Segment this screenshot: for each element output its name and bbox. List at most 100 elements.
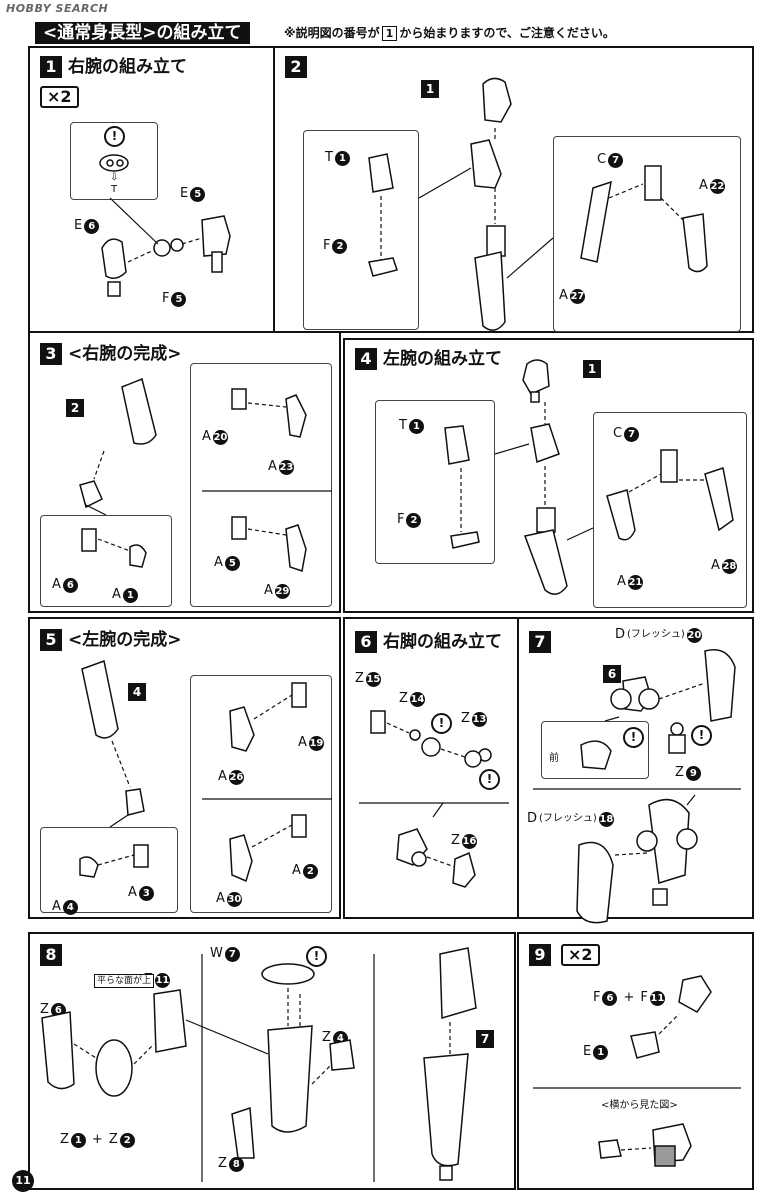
t-mark: T bbox=[111, 184, 118, 195]
step-2-left-inset bbox=[303, 130, 419, 330]
warning-icon: ! bbox=[306, 946, 327, 967]
step-7-inset bbox=[541, 721, 649, 779]
step-7-drawing bbox=[533, 649, 741, 924]
arrow-down-icon: ⇩ bbox=[110, 172, 119, 183]
step-3-options-inset bbox=[190, 363, 332, 607]
warning-icon: ! bbox=[691, 725, 712, 746]
step-8-drawing bbox=[41, 947, 477, 1182]
step-2-drawing bbox=[368, 77, 708, 331]
side-view-caption: <横から見た図> bbox=[601, 1100, 678, 1111]
step-9-number: 9 bbox=[529, 944, 551, 966]
step-4-drawing bbox=[444, 359, 734, 595]
step-1-times: ×2 bbox=[40, 86, 79, 108]
label-d18: D(フレッシュ)18 bbox=[527, 811, 614, 827]
page-number: 11 bbox=[12, 1170, 34, 1192]
front-label: 前 bbox=[549, 753, 559, 764]
step-1-title: 右腕の組み立て bbox=[68, 57, 187, 77]
step-8-panel: 8 Z11 平らな面が上 Z6 Z1+Z2 W7 ! Z4 Z8 7 bbox=[28, 932, 516, 1190]
flat-side-up-note: 平らな面が上 bbox=[94, 974, 155, 988]
step-5-options-inset bbox=[190, 675, 332, 913]
step-5-number: 5 bbox=[40, 629, 62, 651]
ref-part-1: 1 bbox=[583, 360, 601, 378]
warning-icon: ! bbox=[104, 126, 125, 147]
note-box-number: 1 bbox=[381, 26, 398, 41]
step-9-drawing bbox=[533, 975, 741, 1167]
step-4-right-inset bbox=[593, 412, 747, 608]
step-6-drawing bbox=[359, 710, 509, 888]
step-6-number: 6 bbox=[355, 631, 377, 653]
note-prefix: ※説明図の番号が bbox=[284, 26, 380, 40]
warning-icon: ! bbox=[623, 727, 644, 748]
step-5-drawing bbox=[79, 659, 332, 883]
step-8-number: 8 bbox=[40, 944, 62, 966]
step-1-inset bbox=[70, 122, 158, 200]
step-5-title: <左腕の完成> bbox=[68, 630, 182, 650]
step-4-title: 左腕の組み立て bbox=[383, 349, 502, 369]
watermark: HOBBY SEARCH bbox=[6, 2, 109, 15]
warning-icon: ! bbox=[479, 769, 500, 790]
step-9-times: ×2 bbox=[561, 944, 600, 966]
step-3-drawing bbox=[79, 377, 332, 572]
step-2-right-inset bbox=[553, 136, 741, 332]
ref-part-1: 1 bbox=[421, 80, 439, 98]
ref-part-4: 4 bbox=[128, 683, 146, 701]
label-d20: D(フレッシュ)20 bbox=[615, 627, 702, 643]
warning-icon: ! bbox=[431, 713, 452, 734]
step-5-hand-inset bbox=[40, 827, 178, 913]
step-1-drawing bbox=[99, 154, 231, 297]
step-3-title: <右腕の完成> bbox=[68, 344, 182, 364]
step-4-number: 4 bbox=[355, 348, 377, 370]
ref-part-7: 7 bbox=[476, 1030, 494, 1048]
ref-part-2: 2 bbox=[66, 399, 84, 417]
step-7-number: 7 bbox=[529, 631, 551, 653]
note-suffix: から始まりますので、ご注意ください。 bbox=[399, 26, 615, 40]
step-3-hand-inset bbox=[40, 515, 172, 607]
step-1-number: 1 bbox=[40, 56, 62, 78]
page-title: <通常身長型>の組み立て bbox=[35, 22, 250, 44]
step-3-number: 3 bbox=[40, 343, 62, 365]
step-6-title: 右脚の組み立て bbox=[383, 632, 502, 652]
